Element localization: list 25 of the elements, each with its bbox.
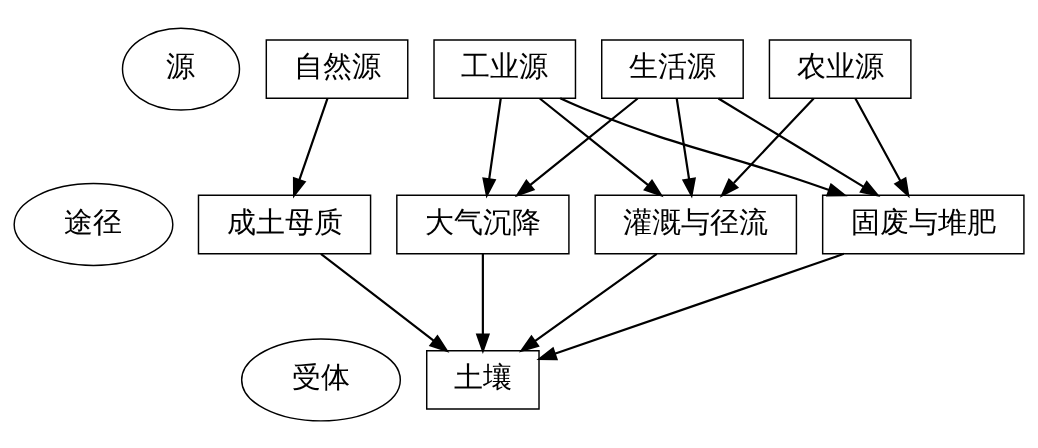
node-box: 自然源 <box>265 38 409 99</box>
arrow <box>475 253 491 354</box>
node-box: 农业源 <box>768 38 912 99</box>
node-ellipse: 途径 <box>13 182 174 266</box>
arrow <box>482 97 502 199</box>
arrow <box>675 97 696 199</box>
node-ellipse: 受体 <box>240 337 402 422</box>
arrow <box>559 96 848 196</box>
arrow <box>854 97 910 198</box>
node-box: 成土母质 <box>197 194 372 254</box>
arrow <box>292 97 329 198</box>
arrow <box>519 252 658 353</box>
node-box: 工业源 <box>433 38 577 99</box>
node-box: 土壤 <box>426 349 540 410</box>
node-ellipse: 源 <box>121 26 241 111</box>
node-box: 灌溉与径流 <box>594 194 798 254</box>
arrow <box>320 252 450 353</box>
arrow <box>719 97 815 198</box>
arrow <box>717 97 881 197</box>
node-box: 生活源 <box>601 38 744 99</box>
node-box: 大气沉降 <box>396 194 570 254</box>
arrow <box>536 252 845 360</box>
arrow <box>514 97 639 197</box>
arrow <box>539 97 664 197</box>
node-box: 固废与堆肥 <box>821 194 1025 254</box>
